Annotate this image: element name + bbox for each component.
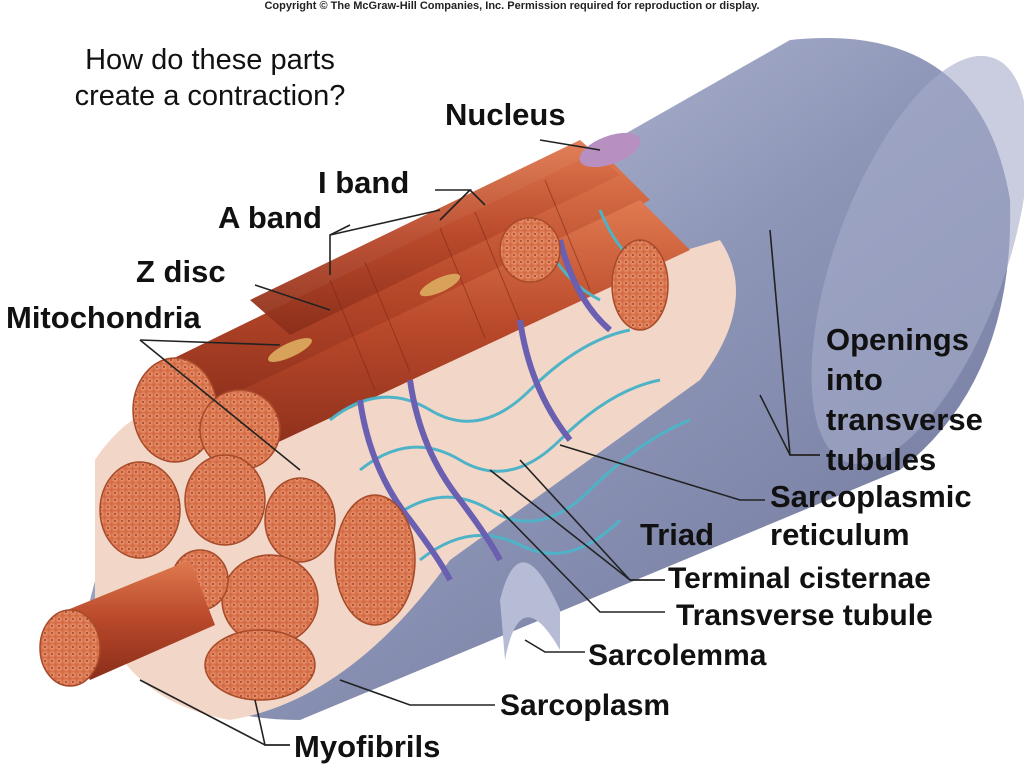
label-myofibrils: Myofibrils [294,729,440,764]
label-sarcoplasmic-1: Sarcoplasmic [770,479,972,514]
question-line-1: How do these parts [85,44,335,76]
label-nucleus: Nucleus [445,97,566,132]
nucleus-shape [579,132,641,168]
label-triad: Triad [640,517,714,552]
label-sarcolemma: Sarcolemma [588,639,767,672]
label-openings-4: tubules [826,442,936,477]
label-i-band: I band [318,165,409,200]
label-transverse-tubule: Transverse tubule [676,599,933,632]
label-mitochondria: Mitochondria [6,300,201,335]
myofibril-long-3 [250,140,620,335]
leader-lines [139,139,820,746]
label-z-disc: Z disc [136,254,226,289]
label-openings-1: Openings [826,322,969,357]
label-a-band: A band [218,200,322,235]
protruding-myofibril [39,560,215,687]
copyright-notice: Copyright © The McGraw-Hill Companies, I… [264,0,760,12]
label-sarcoplasmic-2: reticulum [770,517,910,552]
label-sarcoplasm: Sarcoplasm [500,689,670,722]
question-text: How do these parts create a contraction? [30,42,390,114]
label-openings-2: into [826,362,883,397]
myofibril-cross-sections [99,217,669,701]
mitochondrion [268,338,312,362]
label-openings-3: transverse [826,402,983,437]
question-line-2: create a contraction? [74,80,346,112]
labels: Nucleus I band A band Z disc Mitochondri… [6,97,983,764]
mitochondrion [419,273,461,297]
label-terminal-cisternae: Terminal cisternae [668,562,931,595]
transverse-tubules [357,239,612,582]
sarcoplasmic-reticulum [329,209,691,562]
